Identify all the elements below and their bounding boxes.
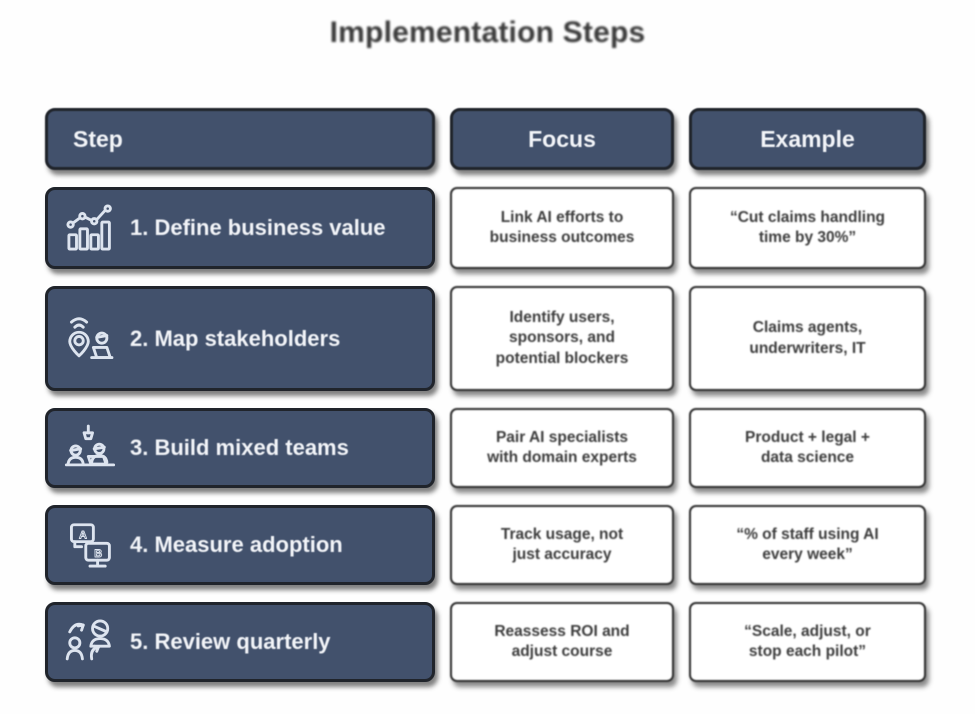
step-cell-review-quarterly: 5. Review quarterly (45, 602, 435, 682)
focus-cell-row-4: Track usage, not just accuracy (450, 505, 674, 585)
step-cell-define-business-value: 1. Define business value (45, 187, 435, 269)
example-cell-row-5: “Scale, adjust, or stop each pilot” (689, 602, 926, 682)
column-header-example: Example (689, 108, 926, 170)
step-cell-measure-adoption: A B 4. Measure adoption (45, 505, 435, 585)
people-rotation-icon (62, 614, 118, 670)
step-cell-map-stakeholders: 2. Map stakeholders (45, 286, 435, 391)
stakeholder-map-icon (62, 311, 118, 367)
svg-text:A: A (79, 529, 87, 541)
team-desk-icon (62, 420, 118, 476)
focus-cell-row-2: Identify users, sponsors, and potential … (450, 286, 674, 391)
column-header-focus: Focus (450, 108, 674, 170)
focus-cell-row-3: Pair AI specialists with domain experts (450, 408, 674, 488)
implementation-steps-table: Step Focus Example 1. (45, 108, 927, 682)
step-label: 3. Build mixed teams (130, 435, 349, 460)
svg-text:B: B (94, 548, 102, 560)
ab-test-icon: A B (62, 517, 118, 573)
step-label: 4. Measure adoption (130, 532, 343, 557)
step-label: 5. Review quarterly (130, 629, 331, 654)
column-header-step: Step (45, 108, 435, 170)
example-cell-row-2: Claims agents, underwriters, IT (689, 286, 926, 391)
growth-chart-icon (62, 200, 118, 256)
example-cell-row-4: “% of staff using AI every week” (689, 505, 926, 585)
page-title: Implementation Steps (329, 16, 646, 49)
step-cell-build-mixed-teams: 3. Build mixed teams (45, 408, 435, 488)
step-label: 2. Map stakeholders (130, 325, 341, 351)
step-label: 1. Define business value (130, 215, 386, 240)
example-cell-row-3: Product + legal + data science (689, 408, 926, 488)
focus-cell-row-5: Reassess ROI and adjust course (450, 602, 674, 682)
example-cell-row-1: “Cut claims handling time by 30%” (689, 187, 926, 269)
focus-cell-row-1: Link AI efforts to business outcomes (450, 187, 674, 269)
